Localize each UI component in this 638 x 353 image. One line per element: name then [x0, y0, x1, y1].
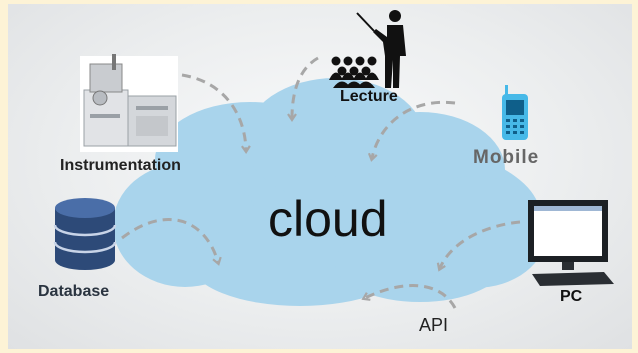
cloud-label: cloud: [268, 191, 388, 247]
mobile-phone-icon: [502, 85, 528, 140]
pc-label: PC: [560, 288, 583, 305]
mobile-label: Mobile: [473, 147, 540, 168]
arrow-lecture-right: [367, 100, 456, 162]
database-icon: [53, 198, 117, 270]
api-label: API: [419, 315, 449, 335]
lecture-icon: [329, 10, 406, 88]
pc-icon: [528, 200, 614, 286]
arrow-lecture-left: [287, 56, 319, 122]
lecture-label: Lecture: [340, 88, 398, 105]
arrow-instrumentation: [181, 73, 251, 154]
arrow-pc: [436, 220, 521, 272]
arrow-database: [121, 218, 222, 266]
cloud-shape: [113, 78, 547, 306]
database-label: Database: [38, 283, 110, 300]
instrumentation-label: Instrumentation: [60, 157, 181, 174]
instrument-icon: [80, 54, 178, 152]
